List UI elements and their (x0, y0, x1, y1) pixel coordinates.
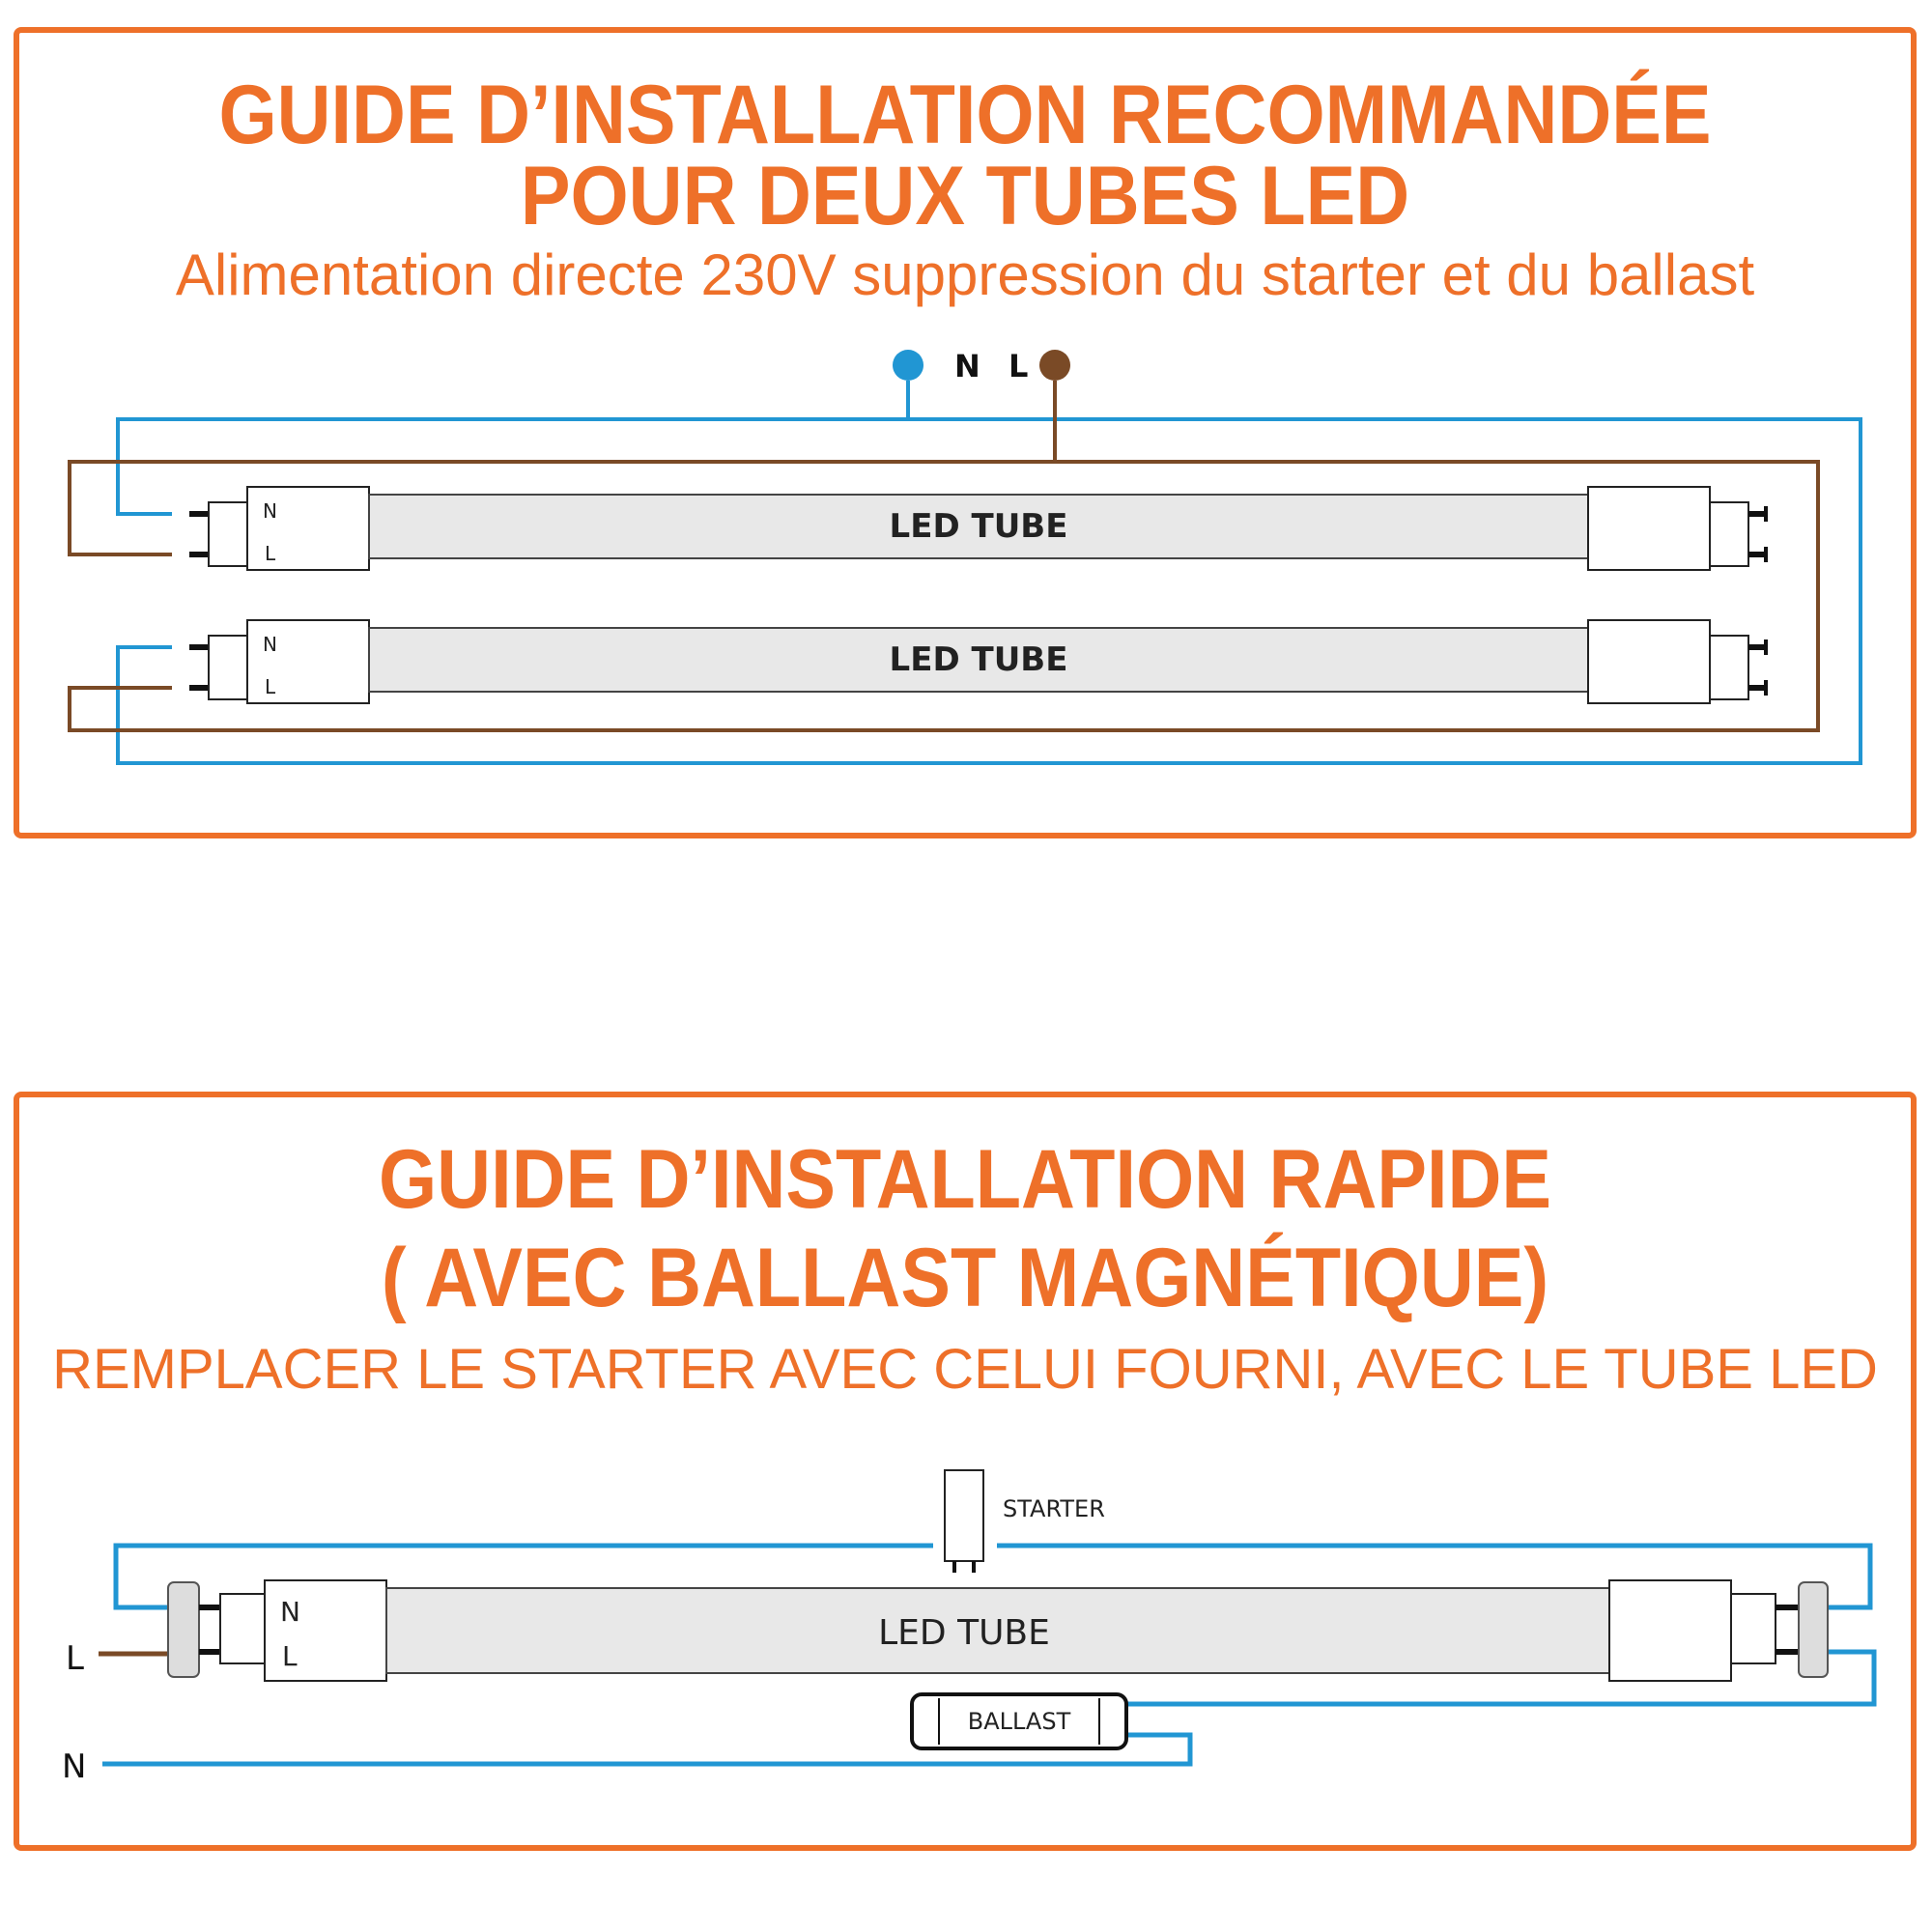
led-tube-quick: LED TUBE N L (167, 1579, 1829, 1682)
supply-l-label: L (1009, 348, 1028, 384)
bottom-title-line1: GUIDE D’INSTALLATION RAPIDE (378, 1133, 1552, 1226)
quick-endcap-l-label: L (282, 1640, 298, 1672)
top-wiring-diagram: N L LED TUBE N L (68, 348, 1862, 765)
live-loop-wire (68, 460, 1820, 732)
starter-left-wire (113, 1543, 933, 1610)
neutral-line-wire (102, 1732, 1193, 1767)
starter-right-wire (997, 1543, 1873, 1610)
bottom-title-line2: ( AVEC BALLAST MAGNÉTIQUE) (381, 1232, 1549, 1324)
live-terminal (1039, 350, 1070, 381)
ballast-label: BALLAST (968, 1708, 1071, 1735)
line-l-label: L (66, 1639, 84, 1678)
top-subtitle: Alimentation directe 230V suppression du… (175, 242, 1755, 307)
bottom-subtitle: REMPLACER LE STARTER AVEC CELUI FOURNI, … (52, 1338, 1878, 1401)
led-tube-2: LED TUBE N L (189, 619, 1768, 704)
ballast: BALLAST (910, 1692, 1128, 1750)
tube2-endcap-l-label: L (265, 675, 276, 698)
line-n-label: N (62, 1747, 86, 1786)
supply-n-label: N (954, 348, 980, 384)
tube1-endcap-l-label: L (265, 542, 276, 565)
quick-install-panel: GUIDE D’INSTALLATION RAPIDE ( AVEC BALLA… (14, 1092, 1917, 1851)
tube2-endcap-n-label: N (263, 633, 277, 656)
neutral-loop-wire (116, 417, 1862, 765)
starter-label: STARTER (1003, 1495, 1105, 1522)
neutral-terminal (893, 350, 923, 381)
led-tube-1: LED TUBE N L (189, 486, 1768, 571)
ballast-right-wire (1126, 1649, 1877, 1707)
bottom-wiring-diagram: L N STARTER LED TUBE N L (62, 1469, 1877, 1786)
tube1-endcap-n-label: N (263, 499, 277, 523)
quick-tube-label: LED TUBE (878, 1613, 1050, 1653)
starter: STARTER (944, 1469, 1105, 1573)
tube1-label: LED TUBE (890, 507, 1068, 546)
top-title-line1: GUIDE D’INSTALLATION RECOMMANDÉE (218, 69, 1712, 161)
recommended-install-panel: GUIDE D’INSTALLATION RECOMMANDÉE POUR DE… (14, 27, 1917, 838)
quick-endcap-n-label: N (280, 1596, 300, 1628)
tube2-label: LED TUBE (890, 640, 1068, 679)
top-title-line2: POUR DEUX TUBES LED (520, 150, 1410, 242)
